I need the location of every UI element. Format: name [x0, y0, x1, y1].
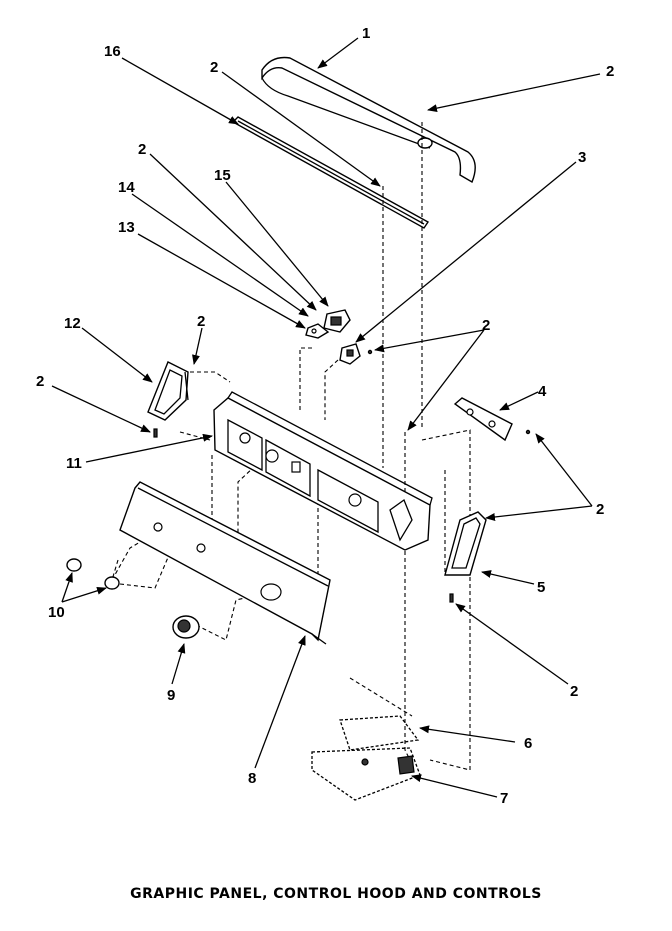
timer-knob: [172, 615, 200, 639]
small-bracket: [305, 323, 330, 339]
callout-6: 6: [524, 735, 532, 752]
callout-4: 4: [538, 383, 547, 400]
right-end-cap: [444, 511, 487, 603]
control-hood-cover: [261, 56, 476, 184]
callout-9: 9: [167, 687, 175, 704]
callout-11: 11: [66, 455, 82, 472]
callout-3: 3: [578, 149, 586, 166]
callout-15: 15: [214, 167, 231, 184]
callout-2-right: 2: [596, 501, 604, 518]
callout-2-left: 2: [36, 373, 44, 390]
callout-1: 1: [362, 25, 370, 42]
diagram-caption: GRAPHIC PANEL, CONTROL HOOD AND CONTROLS: [130, 886, 542, 902]
right-bracket: [453, 397, 531, 442]
callout-2-strip: 2: [210, 59, 218, 76]
lower-bracket-assembly: [311, 677, 421, 801]
control-hood-panel: [213, 391, 433, 551]
small-knobs: [66, 558, 120, 590]
left-end-cap: [147, 361, 189, 438]
callout-14: 14: [118, 179, 135, 196]
callout-16: 16: [104, 43, 121, 60]
callout-7: 7: [500, 790, 508, 807]
callout-12: 12: [64, 315, 81, 332]
switch-component: [323, 309, 351, 333]
graphic-panel: [119, 481, 331, 645]
callout-2-center: 2: [482, 317, 490, 334]
leader-lines: [51, 37, 601, 798]
callout-8: 8: [248, 770, 256, 787]
trim-strip: [231, 116, 430, 229]
callout-2-bottom-right: 2: [570, 683, 578, 700]
callout-5: 5: [537, 579, 545, 596]
callout-2-top-right: 2: [606, 63, 614, 80]
callout-2-left-top: 2: [138, 141, 146, 158]
clip-component: [339, 343, 373, 365]
callout-2-end-cap: 2: [197, 313, 205, 330]
callout-13: 13: [118, 219, 135, 236]
callout-10: 10: [48, 604, 65, 621]
